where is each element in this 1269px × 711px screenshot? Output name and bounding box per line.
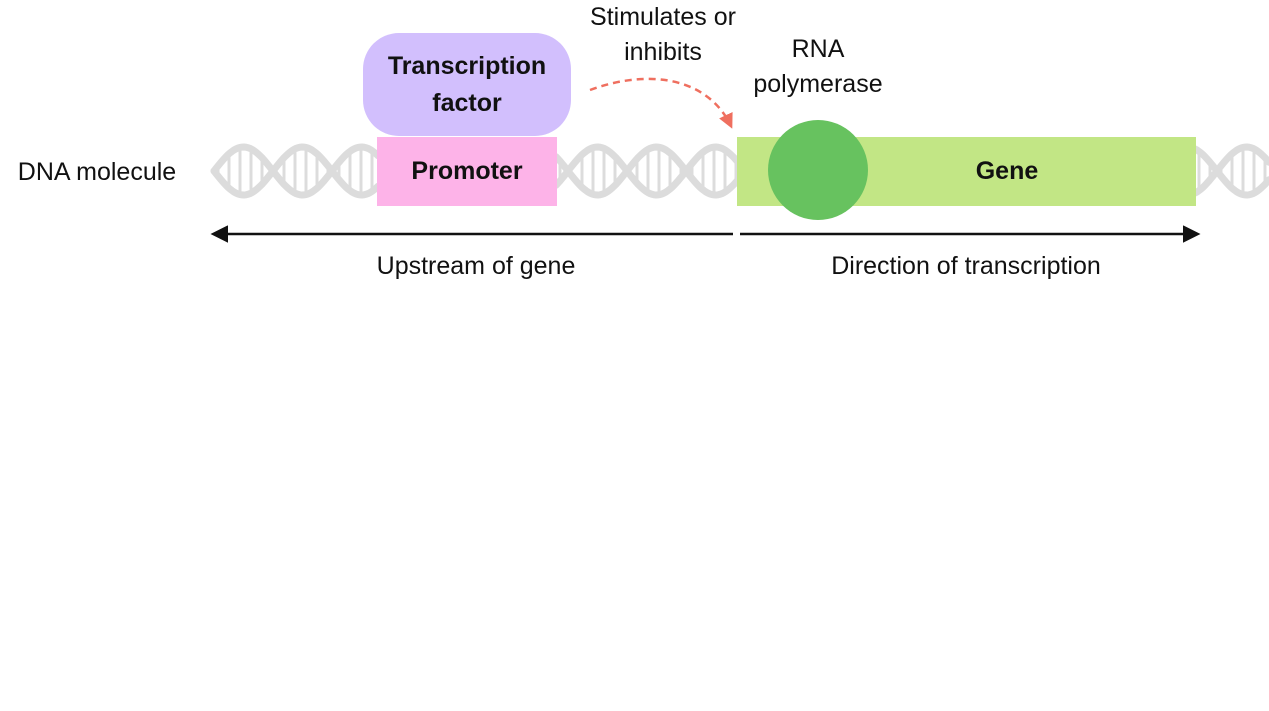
gene-label: Gene [975, 157, 1039, 185]
rna-polymerase-label: RNA polymerase [753, 35, 883, 98]
dna-strand [552, 143, 742, 199]
transcription-factor-box: Transcription factor [363, 33, 571, 136]
rna-polymerase-circle [768, 120, 868, 220]
dna-strand [210, 143, 382, 199]
stimulates-inhibits-label: Stimulates or inhibits [590, 3, 736, 66]
dna-molecule-label: DNA molecule [17, 158, 177, 186]
transcription-factor-label: Transcription factor [387, 51, 547, 117]
dna-helix [210, 143, 1269, 199]
regulation-arrow [589, 77, 733, 129]
dna-strand [1191, 143, 1269, 197]
dna-strand [210, 143, 382, 199]
promoter-box: Promoter [377, 137, 557, 206]
dna-strand [552, 143, 742, 199]
promoter-label: Promoter [411, 157, 523, 185]
dna-strand [1191, 145, 1269, 199]
upstream-label: Upstream of gene [376, 252, 576, 280]
direction-label: Direction of transcription [831, 252, 1101, 280]
